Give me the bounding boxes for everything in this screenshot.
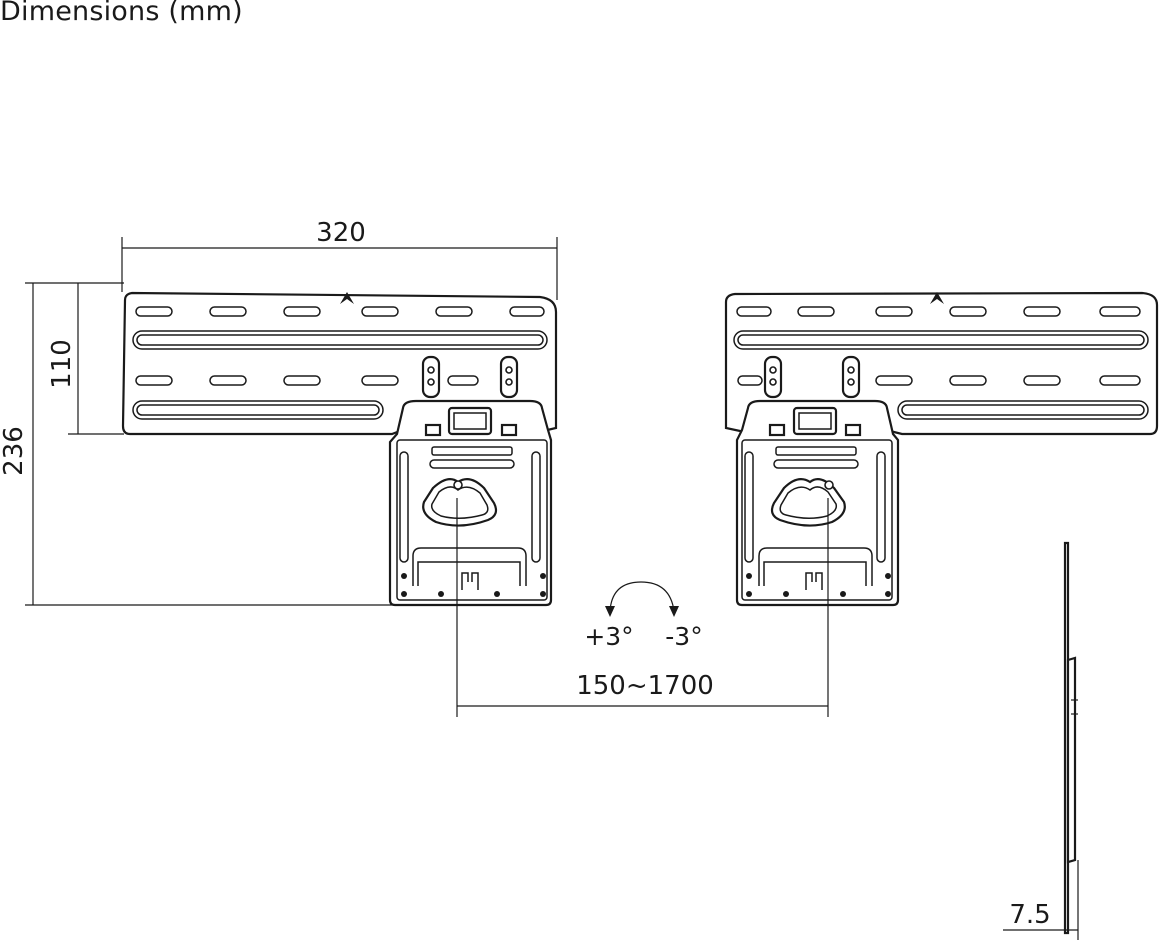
dimension-depth-label: 7.5: [1009, 900, 1050, 930]
dimension-spacing: 150~1700: [456, 498, 829, 717]
dimension-upper-height: 110: [25, 282, 124, 435]
curved-double-arrow-icon: [609, 581, 675, 612]
side-profile-view: [1063, 541, 1078, 935]
dimension-upper-height-label: 110: [47, 339, 77, 389]
tilt-positive-label: +3°: [584, 622, 633, 651]
bracket-right-view: [724, 291, 1159, 607]
dimension-total-height: 236: [0, 283, 392, 606]
dimension-total-height-label: 236: [0, 426, 29, 476]
tilt-indicator: +3° -3°: [584, 581, 703, 651]
dimension-width-label: 320: [316, 218, 366, 248]
dimension-width: 320: [121, 218, 558, 300]
bracket-left-view: [121, 290, 558, 607]
dimension-depth: 7.5: [1003, 860, 1079, 940]
drawing-title: Dimensions (mm): [0, 0, 243, 27]
caret-up-logo-icon: [930, 292, 944, 304]
dimension-spacing-label: 150~1700: [576, 671, 714, 701]
tilt-negative-label: -3°: [665, 622, 702, 651]
